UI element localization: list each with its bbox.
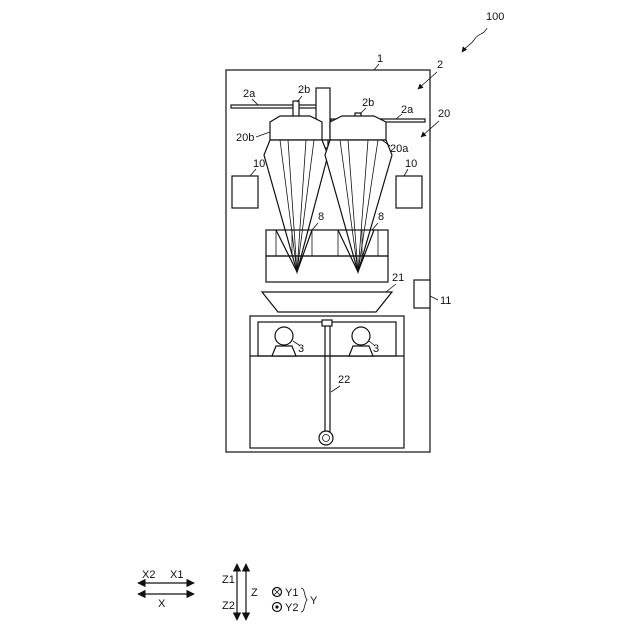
- leader-11: [430, 296, 438, 300]
- leader-10-left: [250, 169, 256, 176]
- into-page-cross: [274, 589, 280, 595]
- axis-x2-label: X2: [142, 569, 155, 581]
- lower-compartment: [250, 316, 404, 448]
- label-8-left: 8: [318, 211, 324, 223]
- label-100: 100: [486, 11, 504, 23]
- leader-8-right: [372, 223, 378, 230]
- axis-z-label: Z: [251, 587, 258, 599]
- shaft-22: [325, 326, 330, 432]
- cone-right-body: [325, 140, 392, 272]
- label-10-left: 10: [253, 158, 265, 170]
- label-1: 1: [377, 53, 383, 65]
- axis-y2-label: Y2: [285, 602, 298, 614]
- leader-21: [386, 284, 396, 292]
- label-2b-right: 2b: [362, 97, 374, 109]
- cone-left-head: [270, 116, 322, 140]
- leader-2: [418, 72, 437, 89]
- axis-x-label: X: [158, 598, 166, 610]
- label-10-right: 10: [405, 158, 417, 170]
- axis-z: Z1 Z2 Z: [222, 564, 258, 620]
- label-2b-left: 2b: [298, 84, 310, 96]
- shaft-wheel-outer: [319, 431, 333, 445]
- leader-8-left: [312, 223, 318, 230]
- label-20a: 20a: [390, 143, 409, 155]
- leader-100: [462, 28, 487, 52]
- label-2a-right: 2a: [401, 104, 414, 116]
- unit-3-left: [272, 327, 296, 356]
- box-10-left: [232, 176, 258, 208]
- axis-y: Y1 Y2 Y: [273, 587, 319, 614]
- rail-left: [231, 105, 321, 108]
- label-11: 11: [440, 295, 451, 307]
- shaft-cap: [322, 320, 332, 326]
- axis-z1-label: Z1: [222, 574, 235, 586]
- axis-y-brace: [301, 588, 307, 612]
- label-2a-left: 2a: [243, 88, 256, 100]
- cone-right-head: [330, 116, 386, 140]
- leader-10-right: [404, 169, 408, 176]
- hopper-21: [262, 292, 392, 312]
- label-20: 20: [438, 108, 450, 120]
- box-10-right: [396, 176, 422, 208]
- support-unit-8: [266, 230, 388, 282]
- label-20b: 20b: [236, 132, 254, 144]
- out-of-page-dot: [275, 605, 278, 608]
- axis-z2-label: Z2: [222, 600, 235, 612]
- box-11: [414, 280, 430, 308]
- axis-y-label: Y: [310, 595, 318, 607]
- leader-20b: [256, 132, 270, 137]
- label-8-right: 8: [378, 211, 384, 223]
- label-21: 21: [392, 272, 404, 284]
- hanger-left: [293, 101, 299, 117]
- axis-x1-label: X1: [170, 569, 183, 581]
- axis-y1-label: Y1: [285, 587, 298, 599]
- axis-x: X2 X1 X: [138, 569, 194, 610]
- leader-2a-right: [396, 114, 402, 119]
- label-2: 2: [437, 59, 443, 71]
- label-22: 22: [338, 374, 350, 386]
- leader-22: [331, 386, 340, 392]
